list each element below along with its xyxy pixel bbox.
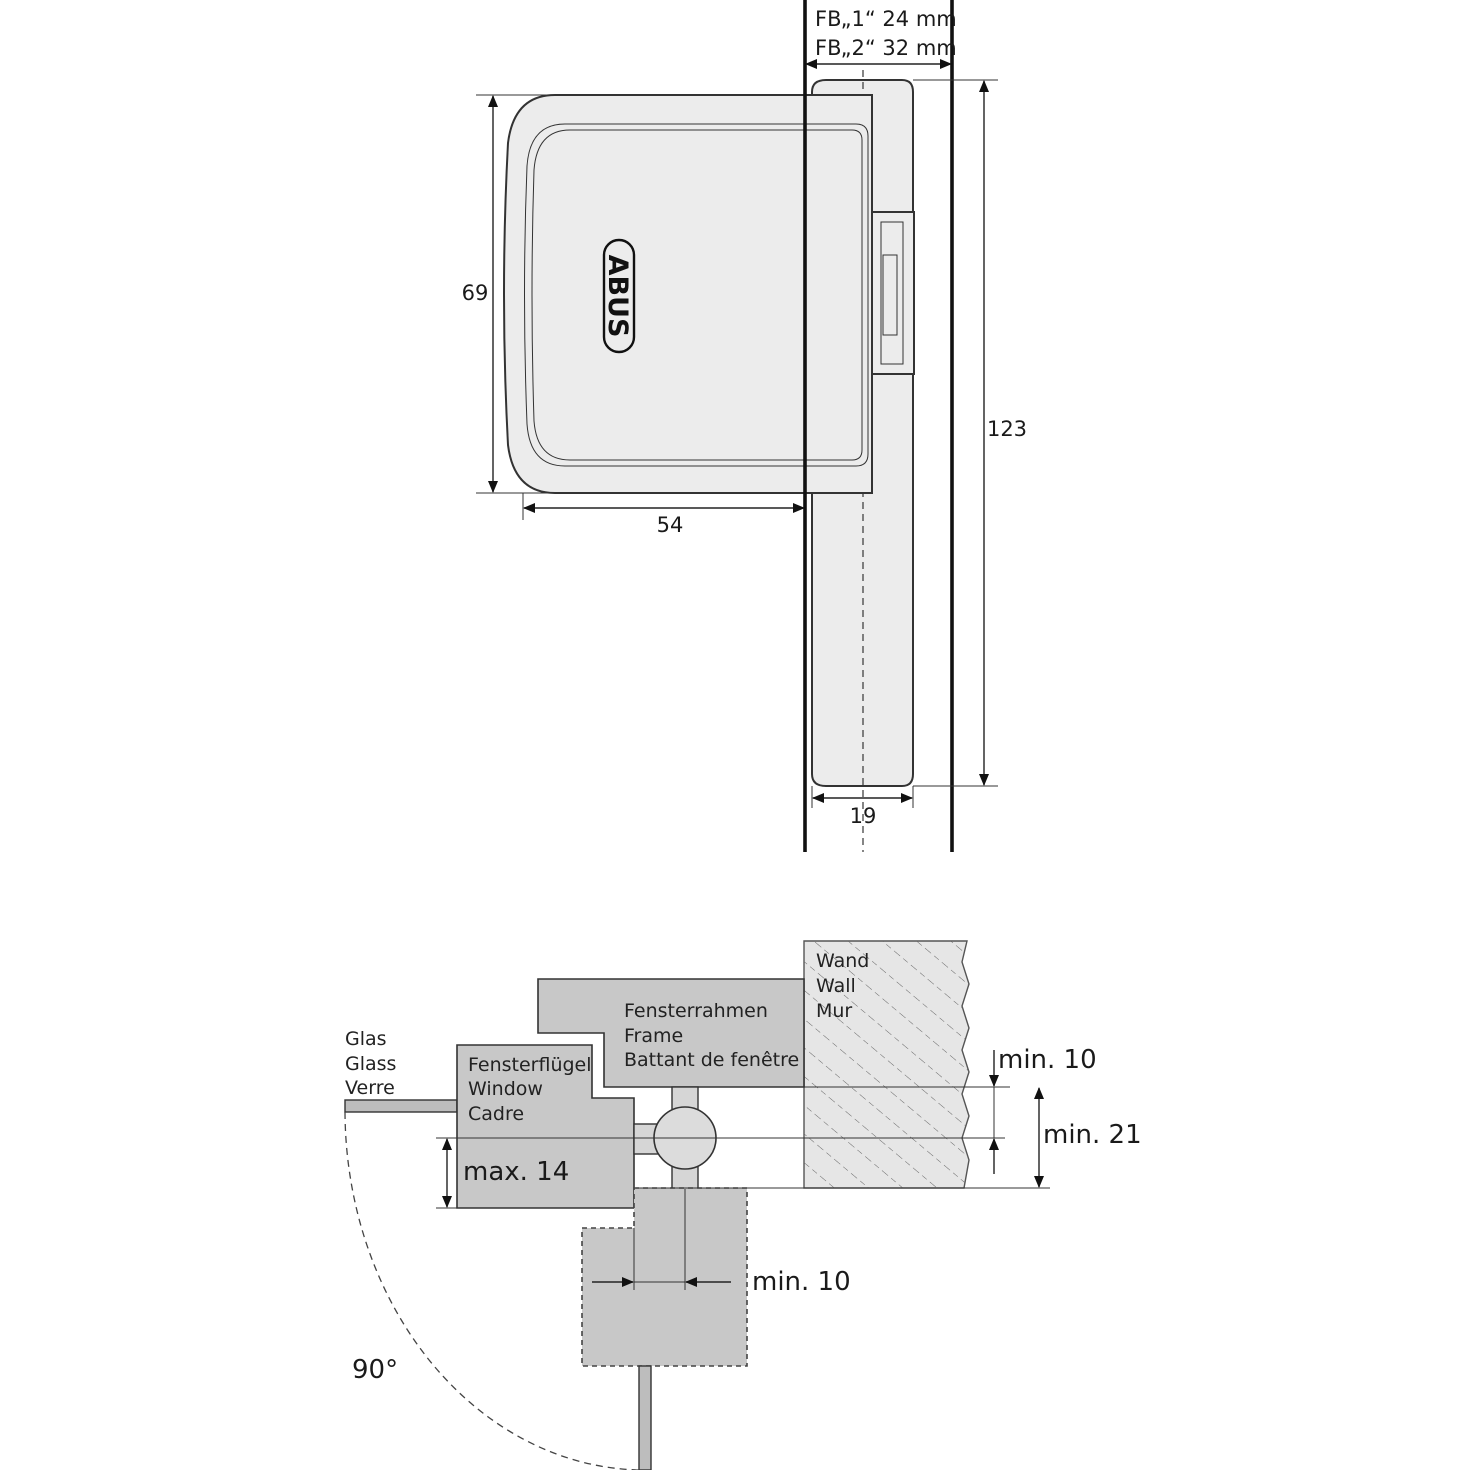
min10-top-dimension: min. 10 (989, 1045, 1097, 1174)
abus-logo: ABUS (602, 238, 636, 354)
max-label: max. 14 (463, 1157, 569, 1187)
logo-text: ABUS (602, 255, 633, 338)
height-label: 69 (462, 281, 489, 305)
sash-label-fr: Cadre (468, 1103, 524, 1125)
glass: Glas Glass Verre (344, 1028, 458, 1113)
frame-label-fr: Battant de fenêtre (624, 1049, 799, 1071)
hinge-width-dimension: 19 (811, 786, 914, 828)
sash-label-en: Window (468, 1078, 543, 1100)
wall: Wand Wall Mur (803, 940, 970, 1189)
min10-bottom-label: min. 10 (752, 1267, 851, 1297)
min21-label: min. 21 (1043, 1120, 1142, 1150)
wall-label-en: Wall (816, 975, 856, 997)
total-height-dimension: 123 (913, 79, 1027, 787)
height-dimension: 69 (462, 94, 555, 494)
min21-dimension: min. 21 (1034, 1087, 1142, 1188)
frame-label-de: Fensterrahmen (624, 1000, 768, 1022)
fb1-label: FB„1“ 24 mm (815, 7, 957, 31)
lock-housing: ABUS (503, 94, 873, 494)
hinge-width-label: 19 (850, 804, 877, 828)
opened-sash-ghost (581, 1187, 748, 1470)
sash-label-de: Fensterflügel (468, 1054, 592, 1076)
min10-bottom-dimension: min. 10 (592, 1228, 851, 1297)
min10-top-label: min. 10 (998, 1045, 1097, 1075)
wall-label-fr: Mur (816, 1000, 852, 1022)
wall-label-de: Wand (816, 950, 869, 972)
window-frame: Fensterrahmen Frame Battant de fenêtre (537, 978, 805, 1088)
window-sash: Fensterflügel Window Cadre max. 14 (456, 1044, 635, 1209)
width-label: 54 (657, 513, 684, 537)
swing-arc: 90° (344, 1111, 641, 1470)
frame-label-en: Frame (624, 1025, 683, 1047)
total-height-label: 123 (987, 417, 1027, 441)
section-view: Wand Wall Mur Fensterrahmen Frame Battan… (344, 940, 1142, 1470)
top-view: ABUS FB„1“ 24 mm FB„2“ 32 mm 69 54 1 (462, 0, 1027, 852)
width-dimension: 54 (522, 493, 805, 537)
glass-label-fr: Verre (345, 1077, 395, 1099)
fb2-label: FB„2“ 32 mm (815, 36, 957, 60)
angle-label: 90° (352, 1355, 398, 1385)
glass-label-de: Glas (345, 1028, 387, 1050)
glass-label-en: Glass (345, 1053, 396, 1075)
